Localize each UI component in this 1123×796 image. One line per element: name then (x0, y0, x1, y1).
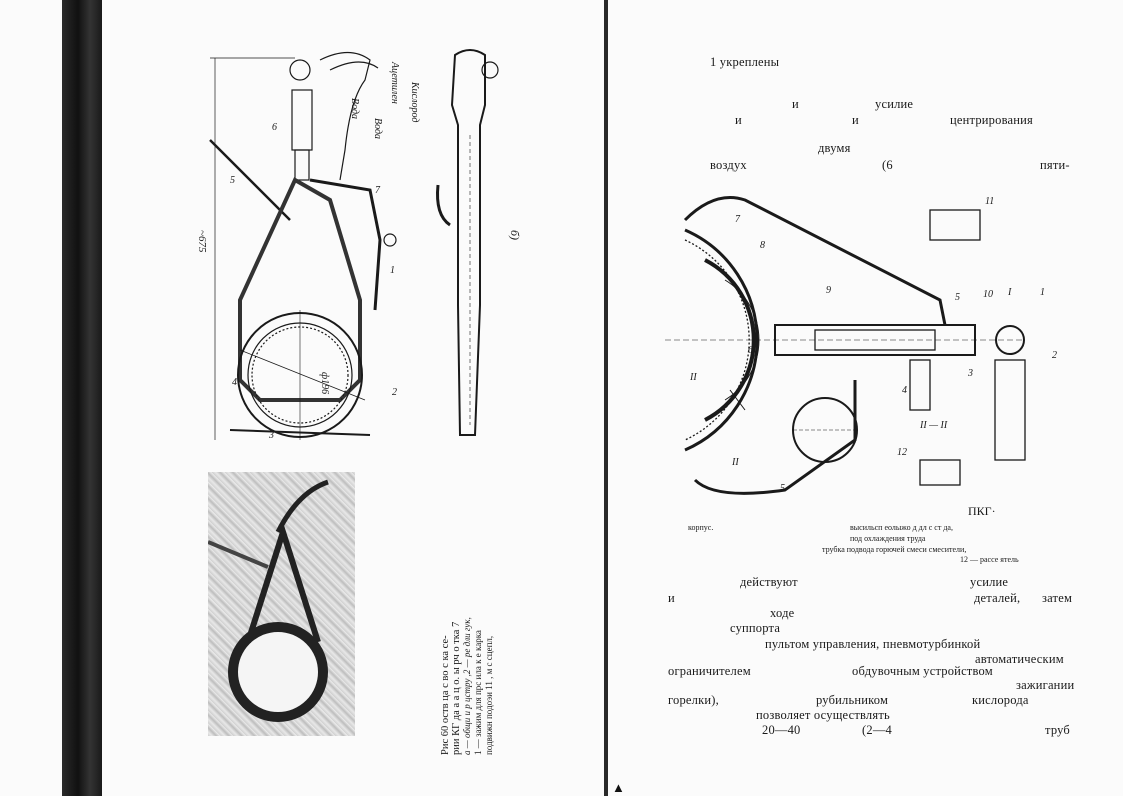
caption-line: 1 — зажим для прс ила к е карка (473, 630, 483, 755)
caption-line: рии КГ да а а ц о. ы рч о тка 7 (451, 621, 462, 755)
text-fragment: деталей, (974, 591, 1021, 605)
caption-line: под охлаждения труда (850, 534, 926, 543)
caption-line: Рис 60 оств ца с во с ка се- (440, 635, 451, 755)
text-fragment: рубильником (816, 693, 889, 707)
text-fragment: и (668, 591, 675, 605)
text-fragment: 20—40 (762, 723, 801, 737)
caption-line: высильсп еолыжо д дл с ст да, (850, 523, 953, 532)
text-fragment: зажигании (1016, 678, 1075, 692)
callout-7: 7 (375, 185, 380, 196)
text-fragment: автоматическим (975, 652, 1064, 666)
callout-1: 1 (390, 265, 395, 276)
text-fragment: обдувочным устройством (852, 664, 993, 678)
left-figure-caption: Рис 60 оств ца с во с ка се- рии КГ да а… (440, 455, 500, 755)
text-fragment: усилие (875, 97, 914, 111)
callout-8: 8 (760, 240, 765, 251)
callout-4: 4 (232, 377, 237, 388)
callout-5: 5 (955, 292, 960, 303)
callout-6: 6 (272, 122, 277, 133)
callout-6: 6 (748, 345, 753, 356)
text-fragment: ограничителем (668, 664, 751, 678)
caption-line: 12 — рассе ятель (960, 555, 1019, 564)
figure-pkg-drawing (665, 196, 1026, 495)
text-fragment: и (852, 113, 859, 127)
label-water-out: Вода (372, 118, 383, 140)
callout-7: 7 (735, 214, 740, 225)
label-height-dimension: ~675 (196, 230, 208, 253)
callout-12: 12 (897, 447, 907, 458)
callout-2: 2 (1052, 350, 1057, 361)
scan-binding-shadow (62, 0, 102, 796)
caption-line: трубка подвода горючей смеси смесители, (822, 545, 967, 554)
text-fragment: суппорта (730, 621, 781, 635)
text-fragment: и (735, 113, 742, 127)
text-fragment: центрирования (950, 113, 1033, 127)
page-gutter-edge (604, 0, 608, 796)
text-fragment: затем (1042, 591, 1073, 605)
text-fragment: пультом управления, пневмотурбинкой (765, 637, 981, 651)
text-fragment: (6 (882, 158, 893, 172)
text-fragment: ходе (770, 606, 795, 620)
figure-a-drawing (209, 51, 397, 440)
text-fragment: горелки), (668, 693, 719, 707)
photo-cutter-on-pipe (208, 472, 355, 736)
callout-4: 4 (902, 385, 907, 396)
text-fragment: пяти- (1040, 158, 1070, 172)
text-fragment: позволяет осуществлять (756, 708, 890, 722)
callout-11: 11 (985, 196, 995, 207)
label-acetylene: Ацетилен (389, 62, 400, 104)
section-mark-right: I (1008, 287, 1012, 298)
text-fragment: 1 укреплены (710, 55, 780, 69)
text-fragment: усилие (970, 575, 1009, 589)
label-oxygen: Кислород (409, 82, 420, 123)
callout-1: 1 (1040, 287, 1045, 298)
callout-10: 10 (983, 289, 993, 300)
section-mark-left-2: II (732, 457, 739, 468)
section-label: II — II (920, 420, 948, 431)
callout-3: 3 (269, 430, 274, 441)
text-fragment: воздух (710, 158, 747, 172)
right-page (608, 0, 1123, 796)
figure-b-drawing (436, 49, 499, 436)
corner-mark: ▲ (612, 780, 625, 795)
caption-line: корпус. (688, 523, 714, 532)
caption-line: подвижн подоэи 11 , м с сцепл, (484, 635, 494, 755)
text-fragment: действуют (740, 575, 798, 589)
callout-9: 9 (826, 285, 831, 296)
callout-3: 3 (968, 368, 973, 379)
text-fragment: кислорода (972, 693, 1029, 707)
text-fragment: и (792, 97, 799, 111)
label-water-in: Вода (349, 98, 360, 120)
text-fragment: двумя (818, 141, 851, 155)
callout-5: 5 (230, 175, 235, 186)
label-diameter: ф196 (319, 372, 330, 395)
callout-2: 2 (392, 387, 397, 398)
callout-5b: 5 (780, 483, 785, 494)
caption-line: а — общи и р цстру ,2 — ре дли гук, (462, 617, 472, 755)
text-fragment: (2—4 (862, 723, 892, 737)
text-fragment: труб (1045, 723, 1070, 737)
right-caption-title: ПКГ· (968, 504, 996, 518)
section-mark-left: II (690, 372, 697, 383)
